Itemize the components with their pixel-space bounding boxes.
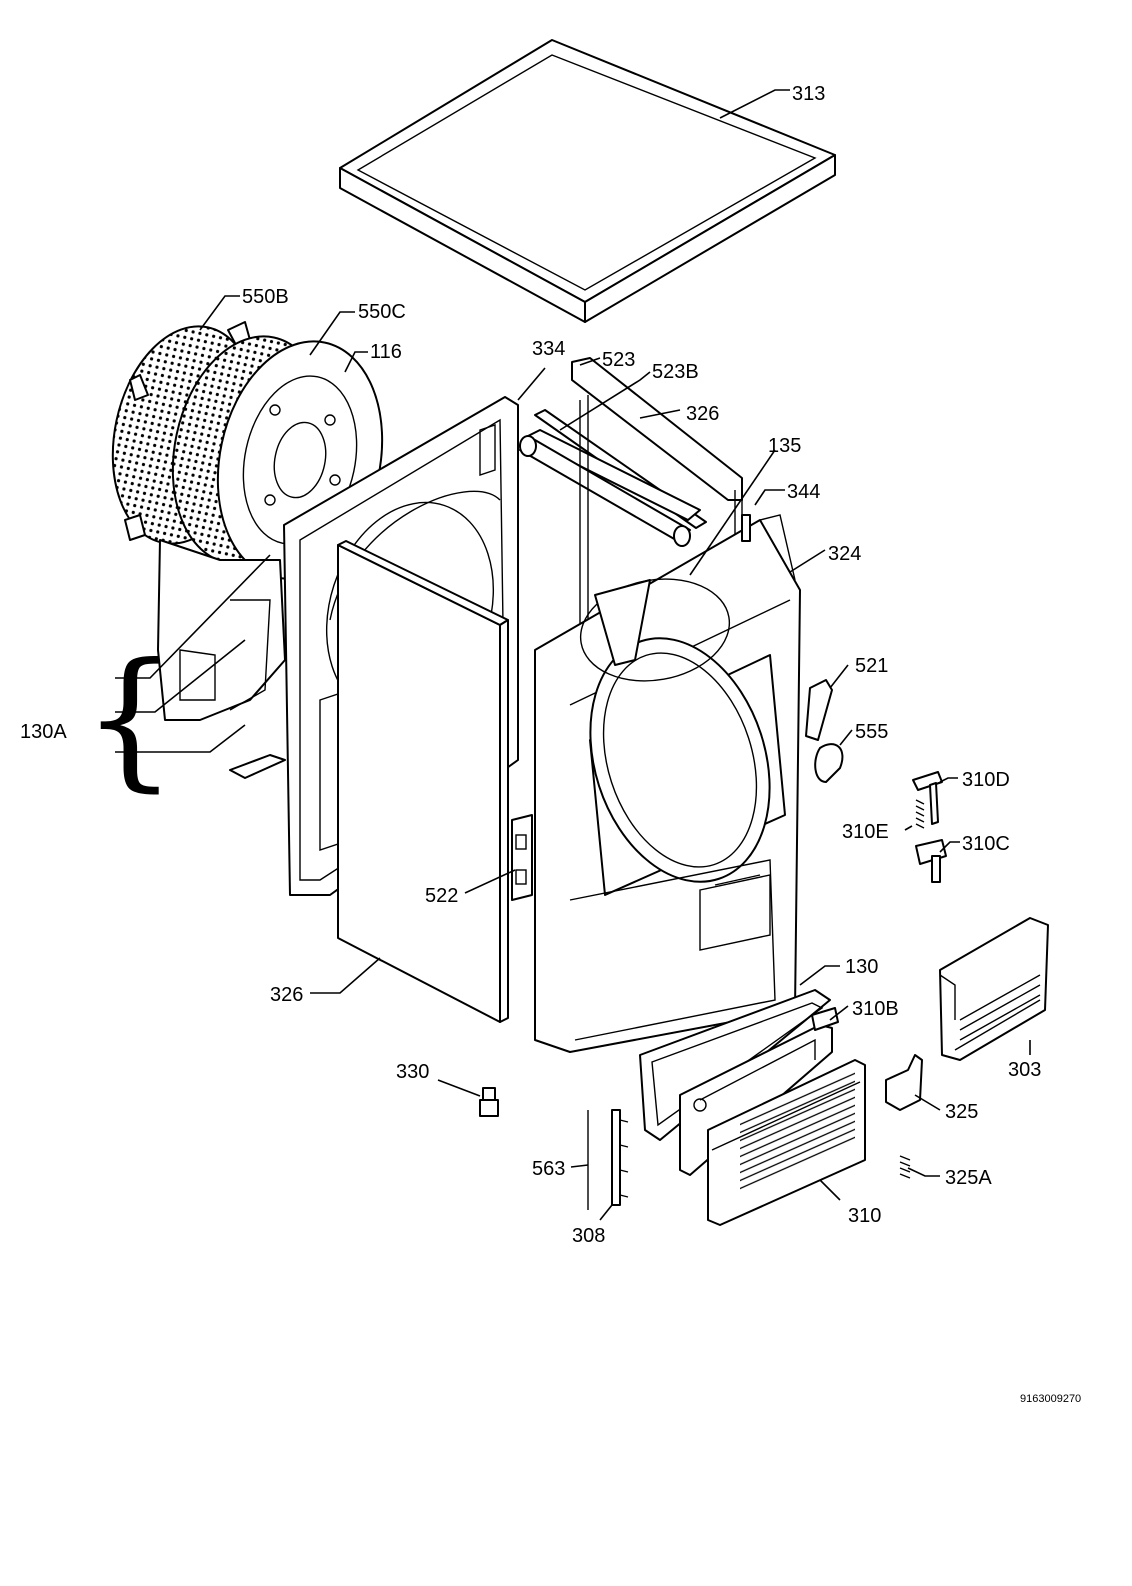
bracket-325-part	[885, 1054, 923, 1111]
label-326-rail: 326	[686, 403, 719, 425]
label-334: 334	[532, 338, 565, 360]
label-310: 310	[848, 1205, 881, 1227]
label-313: 313	[792, 83, 825, 105]
clip-part	[741, 514, 751, 542]
panel-303-part	[939, 917, 1049, 1061]
label-310C: 310C	[962, 833, 1010, 855]
label-523B: 523B	[652, 361, 699, 383]
label-116: 116	[370, 341, 402, 363]
strip-308-part	[611, 1109, 629, 1206]
latch-310C-part	[915, 839, 947, 883]
cover-555-part	[814, 743, 844, 783]
label-330: 330	[396, 1061, 429, 1083]
front-frame-part	[534, 514, 801, 1053]
label-303: 303	[1008, 1059, 1041, 1081]
label-130: 130	[845, 956, 878, 978]
label-522: 522	[425, 885, 458, 907]
group-brace: {	[82, 632, 177, 806]
drawer-front-part	[707, 1059, 866, 1226]
label-523: 523	[602, 349, 635, 371]
label-135: 135	[768, 435, 801, 457]
rear-drum-assembly	[111, 321, 384, 779]
label-310B: 310B	[852, 998, 899, 1020]
label-325A: 325A	[945, 1167, 992, 1189]
foot-330-part	[479, 1087, 499, 1117]
leader-lines	[115, 89, 1031, 1221]
document-code: 9163009270	[1020, 1393, 1081, 1405]
label-344: 344	[787, 481, 820, 503]
hinge-part	[511, 814, 533, 901]
side-panel-part	[337, 540, 509, 1023]
label-310E: 310E	[842, 821, 889, 843]
cover-521-part	[805, 679, 833, 741]
label-521: 521	[855, 655, 888, 677]
label-130A: 130A	[20, 721, 67, 743]
label-310D: 310D	[962, 769, 1010, 791]
label-308: 308	[572, 1225, 605, 1247]
label-550C: 550C	[358, 301, 406, 323]
label-326-panel: 326	[270, 984, 303, 1006]
spring-310E-part	[915, 799, 925, 829]
lever-310D-part	[912, 771, 943, 825]
spring-325A-part	[899, 1155, 911, 1179]
upper-rail-parts	[519, 357, 743, 660]
label-563: 563	[532, 1158, 565, 1180]
label-555: 555	[855, 721, 888, 743]
label-324: 324	[828, 543, 861, 565]
label-550B: 550B	[242, 286, 289, 308]
top-cover-part	[339, 39, 836, 323]
label-325: 325	[945, 1101, 978, 1123]
